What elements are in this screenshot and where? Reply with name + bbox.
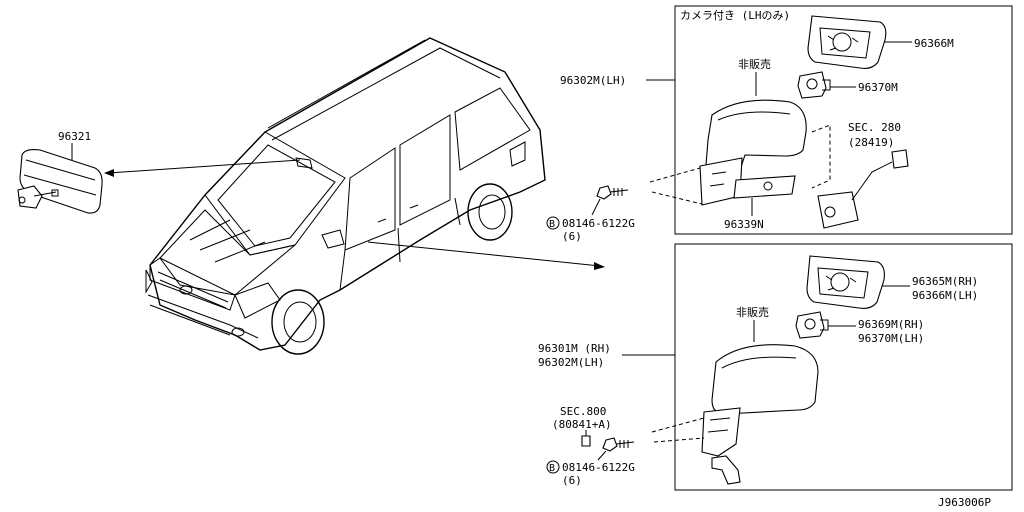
top-glass-label: 96366M (914, 37, 954, 50)
top-dash-lines (649, 167, 703, 205)
pointer-arrows (104, 159, 605, 270)
bottom-bolt (581, 435, 635, 452)
top-mirror-actuator (797, 71, 831, 99)
bottom-mirror-rh-label: 96301M (RH) (538, 342, 611, 355)
top-bolt-leader (591, 198, 601, 216)
camera-module (817, 149, 909, 229)
vehicle-illustration (145, 37, 546, 355)
camera-box-title: カメラ付き (LHのみ) (680, 9, 790, 22)
bottom-bolt-label: 08146-6122G (562, 461, 635, 474)
top-actuator-label: 96370M (858, 81, 898, 94)
bottom-bolt-marker (546, 460, 560, 474)
sec280-part-label: (28419) (848, 136, 894, 149)
bottom-mirror-assembly (701, 344, 819, 485)
inner-mirror-label: 96321 (58, 130, 91, 143)
bottom-mirror-lh-label: 96302M(LH) (538, 356, 604, 369)
top-bolt-marker (546, 216, 560, 230)
bottom-mirror-glass (806, 255, 885, 309)
bottom-actuator-rh-label: 96369M(RH) (858, 318, 924, 331)
top-bolt (596, 185, 629, 200)
bottom-bolt-leader (597, 450, 607, 461)
inner-mirror (17, 149, 103, 214)
sec280-label: SEC. 280 (848, 121, 901, 134)
camera-dash-line (811, 124, 831, 189)
top-mirror-glass (807, 15, 887, 69)
diagram-id: J963006P (938, 496, 991, 509)
sec800-part-label: (80841+A) (552, 418, 612, 431)
bottom-mirror-actuator (795, 311, 829, 339)
top-not-for-sale: 非販売 (738, 58, 771, 71)
top-bolt-qty: (6) (562, 230, 582, 243)
top-bolt-marker-letter: B (549, 219, 555, 230)
top-cover-label: 96339N (724, 218, 764, 231)
bottom-bolt-marker-letter: B (549, 463, 555, 474)
top-mirror-assy-label: 96302M(LH) (560, 74, 626, 87)
sec800-label: SEC.800 (560, 405, 606, 418)
bottom-bolt-qty: (6) (562, 474, 582, 487)
top-bolt-label: 08146-6122G (562, 217, 635, 230)
camera-variant-box (674, 5, 1013, 235)
bottom-glass-rh-label: 96365M(RH) (912, 275, 978, 288)
bottom-not-for-sale: 非販売 (736, 306, 769, 319)
bottom-dash-lines (651, 417, 705, 443)
bottom-actuator-lh-label: 96370M(LH) (858, 332, 924, 345)
top-mirror-assembly (699, 99, 807, 206)
standard-variant-box (674, 243, 1013, 491)
bottom-glass-lh-label: 96366M(LH) (912, 289, 978, 302)
